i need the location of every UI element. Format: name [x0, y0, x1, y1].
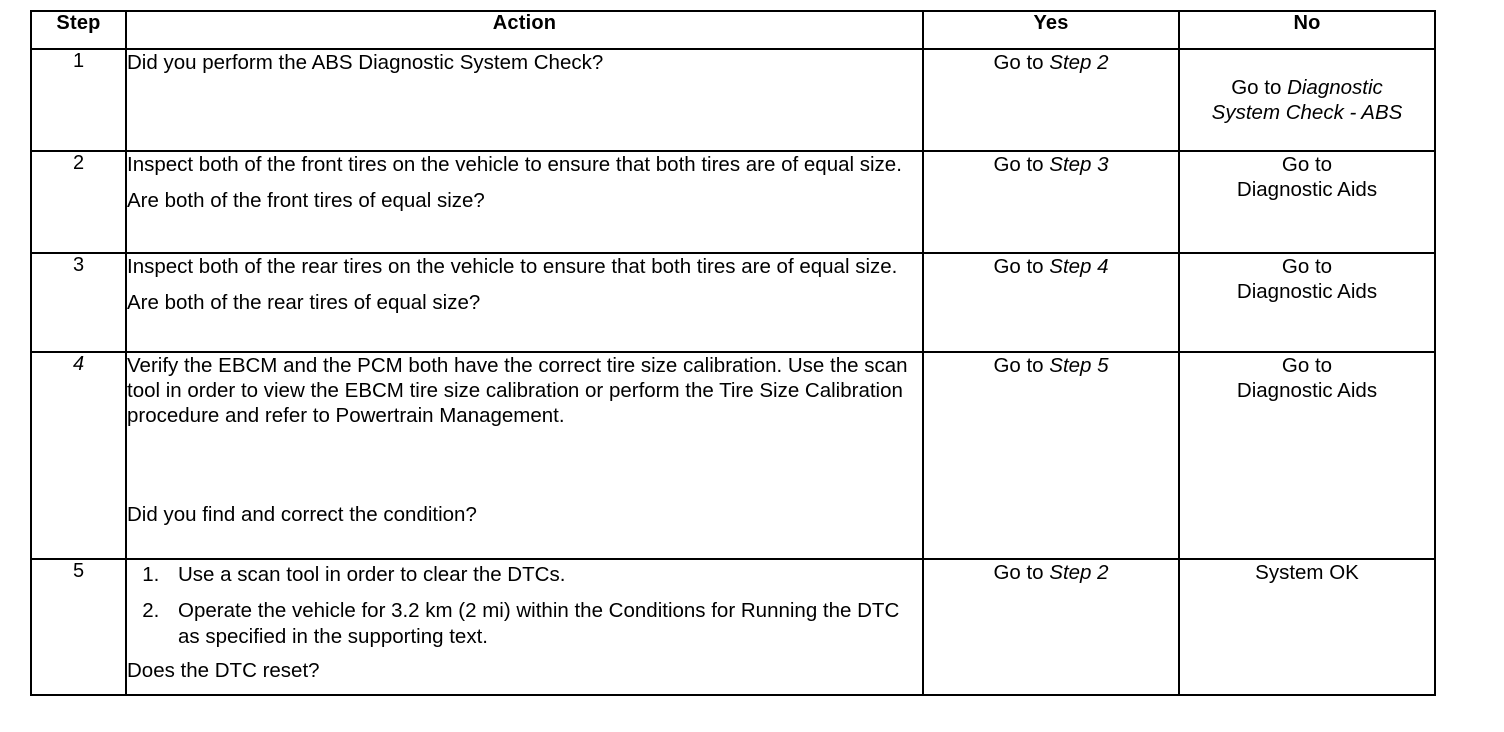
no-line-1: Go to — [1281, 153, 1333, 176]
action-cell: Use a scan tool in order to clear the DT… — [125, 558, 924, 696]
action-paragraph: Inspect both of the rear tires on the ve… — [127, 255, 898, 278]
no-result-cell: Go to Diagnostic System Check - ABS — [1178, 48, 1436, 152]
list-item: Operate the vehicle for 3.2 km (2 mi) wi… — [165, 598, 922, 650]
yes-prefix: Go to — [993, 561, 1050, 584]
action-question: Does the DTC reset? — [127, 659, 320, 682]
action-question: Are both of the front tires of equal siz… — [127, 189, 485, 212]
yes-result-cell: Go to Step 2 — [922, 558, 1180, 696]
no-reference-part-1: Diagnostic — [1287, 76, 1383, 99]
table-row: 1 Did you perform the ABS Diagnostic Sys… — [30, 48, 1436, 152]
column-header-step: Step — [30, 10, 127, 50]
step-number: 4 — [72, 353, 85, 375]
yes-prefix: Go to — [993, 354, 1050, 377]
no-line-1: System OK — [1255, 561, 1359, 584]
no-result-cell: Go to Diagnostic Aids — [1178, 150, 1436, 254]
step-number: 2 — [72, 152, 85, 174]
no-line-2: Diagnostic Aids — [1236, 280, 1378, 303]
yes-reference: Step 3 — [1049, 153, 1109, 176]
step-number-cell: 5 — [30, 558, 127, 696]
action-cell: Inspect both of the rear tires on the ve… — [125, 252, 924, 353]
yes-reference: Step 5 — [1049, 354, 1109, 377]
action-cell: Verify the EBCM and the PCM both have th… — [125, 351, 924, 560]
yes-result-cell: Go to Step 2 — [922, 48, 1180, 152]
table-header: Step Action Yes No — [30, 10, 1436, 50]
action-question: Did you find and correct the condition? — [127, 503, 477, 526]
no-reference-part-2: System Check - ABS — [1211, 101, 1403, 124]
step-number-cell: 3 — [30, 252, 127, 353]
action-cell: Did you perform the ABS Diagnostic Syste… — [125, 48, 924, 152]
yes-prefix: Go to — [993, 153, 1050, 176]
yes-prefix: Go to — [993, 255, 1050, 278]
column-header-action: Action — [125, 10, 924, 50]
action-spacer — [127, 428, 922, 502]
action-question: Are both of the rear tires of equal size… — [127, 291, 481, 314]
yes-result-cell: Go to Step 4 — [922, 252, 1180, 353]
step-number-cell: 4 — [30, 351, 127, 560]
table-row: 2 Inspect both of the front tires on the… — [30, 150, 1436, 254]
action-cell: Inspect both of the front tires on the v… — [125, 150, 924, 254]
no-line-1: Go to — [1281, 255, 1333, 278]
no-line-1: Go to Diagnostic — [1180, 75, 1434, 100]
list-item: Use a scan tool in order to clear the DT… — [165, 562, 922, 588]
yes-result-cell: Go to Step 5 — [922, 351, 1180, 560]
action-numbered-list: Use a scan tool in order to clear the DT… — [127, 562, 922, 650]
action-paragraph: Did you perform the ABS Diagnostic Syste… — [127, 51, 604, 74]
table-row: 5 Use a scan tool in order to clear the … — [30, 558, 1436, 696]
table-body: 1 Did you perform the ABS Diagnostic Sys… — [30, 48, 1436, 696]
no-prefix: Go to — [1231, 76, 1288, 99]
column-header-yes: Yes — [922, 10, 1180, 50]
no-result-cell: System OK — [1178, 558, 1436, 696]
no-line-2: Diagnostic Aids — [1236, 178, 1378, 201]
no-result-cell: Go to Diagnostic Aids — [1178, 351, 1436, 560]
table-row: 3 Inspect both of the rear tires on the … — [30, 252, 1436, 353]
yes-reference: Step 2 — [1049, 51, 1109, 74]
action-paragraph: Verify the EBCM and the PCM both have th… — [127, 354, 908, 427]
action-paragraph: Inspect both of the front tires on the v… — [127, 153, 902, 176]
diagnostic-procedure-table: Step Action Yes No 1 Did you perform the… — [30, 10, 1436, 696]
no-result-cell: Go to Diagnostic Aids — [1178, 252, 1436, 353]
no-line-1: Go to — [1281, 354, 1333, 377]
yes-prefix: Go to — [993, 51, 1050, 74]
step-number: 3 — [72, 254, 85, 276]
step-number: 1 — [72, 50, 85, 72]
step-number: 5 — [72, 560, 85, 582]
no-line-2: Diagnostic Aids — [1236, 379, 1378, 402]
step-number-cell: 1 — [30, 48, 127, 152]
yes-reference: Step 4 — [1049, 255, 1109, 278]
yes-reference: Step 2 — [1049, 561, 1109, 584]
yes-result-cell: Go to Step 3 — [922, 150, 1180, 254]
header-row: Step Action Yes No — [30, 10, 1436, 50]
column-header-no: No — [1178, 10, 1436, 50]
step-number-cell: 2 — [30, 150, 127, 254]
table-row: 4 Verify the EBCM and the PCM both have … — [30, 351, 1436, 560]
